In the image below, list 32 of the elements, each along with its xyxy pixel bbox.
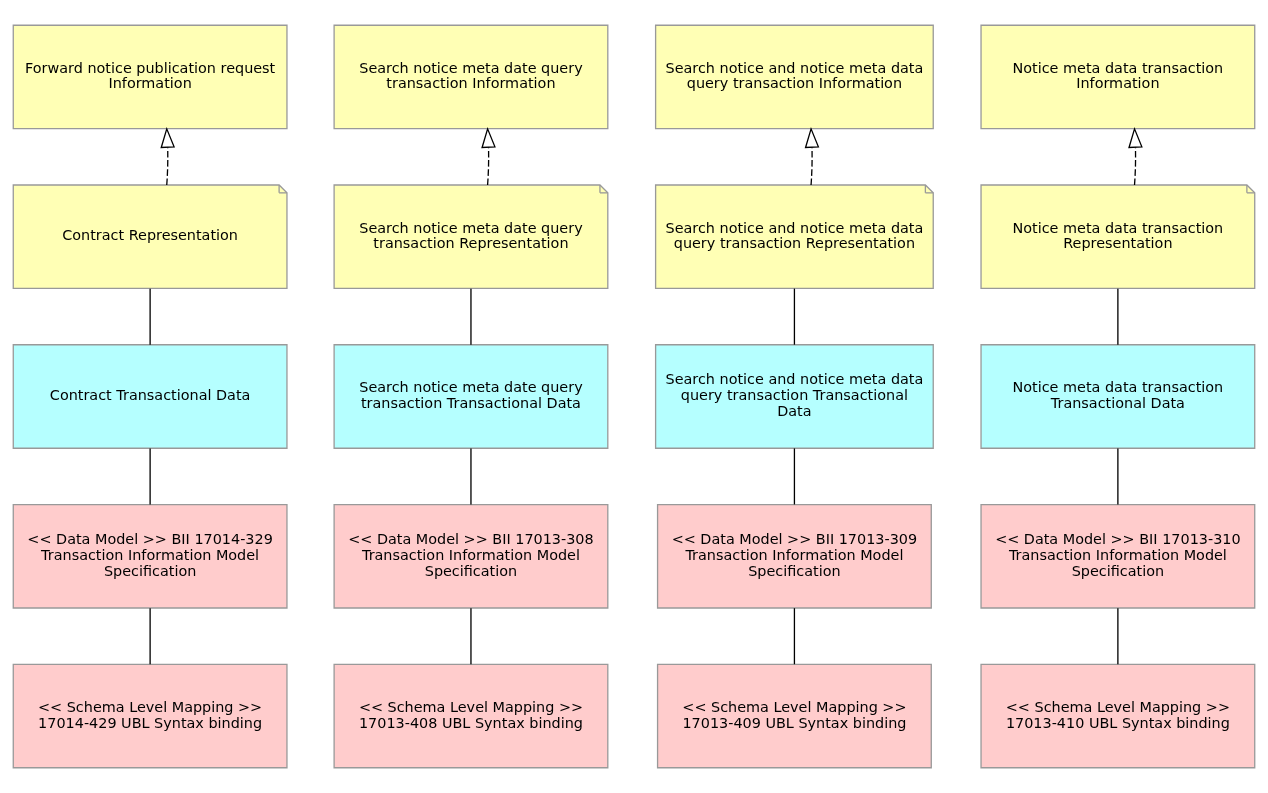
connector [1117,447,1119,506]
connector [149,447,151,506]
node-box: Search notice meta date query transaction Information [333,24,609,130]
connector [149,287,151,346]
node-box: Notice meta data transaction Transactional Data [980,344,1256,449]
connector [470,287,472,346]
connector [793,607,796,665]
node-box: << Data Model >> BII 17014-329 Transaction Information Model Specification [12,503,288,609]
arrow [1128,126,1143,186]
node-box: Search notice meta date query transaction Transactional Data [333,344,609,449]
node-box: << Schema Level Mapping >> 17014-429 UBL Syntax binding [12,663,288,769]
node-box: << Data Model >> BII 17013-309 Transaction Information Model Specification [656,503,932,609]
connector [1117,287,1119,346]
connector [793,287,796,346]
node-box: Contract Transactional Data [12,344,288,449]
node-box: Search notice and notice meta data query transaction Information [654,24,934,130]
node-box: << Schema Level Mapping >> 17013-408 UBL Syntax binding [333,663,609,769]
arrow [804,126,820,186]
node-box: Notice meta data transaction Information [980,24,1256,130]
node-box: Search notice and notice meta data query transaction Transactional Data [654,344,934,449]
arrow [481,126,496,186]
connector [470,607,472,665]
node-box: << Data Model >> BII 17013-310 Transaction Information Model Specification [980,503,1256,609]
node-box: Forward notice publication request Information [12,24,288,130]
connector [793,447,796,506]
arrow [160,126,176,186]
connector [149,607,151,665]
node-box: << Schema Level Mapping >> 17013-410 UBL Syntax binding [980,663,1256,769]
node-box: << Data Model >> BII 17013-308 Transaction Information Model Specification [333,503,609,609]
connector [470,447,472,506]
connector [1117,607,1119,665]
node-box: << Schema Level Mapping >> 17013-409 UBL Syntax binding [656,663,932,769]
